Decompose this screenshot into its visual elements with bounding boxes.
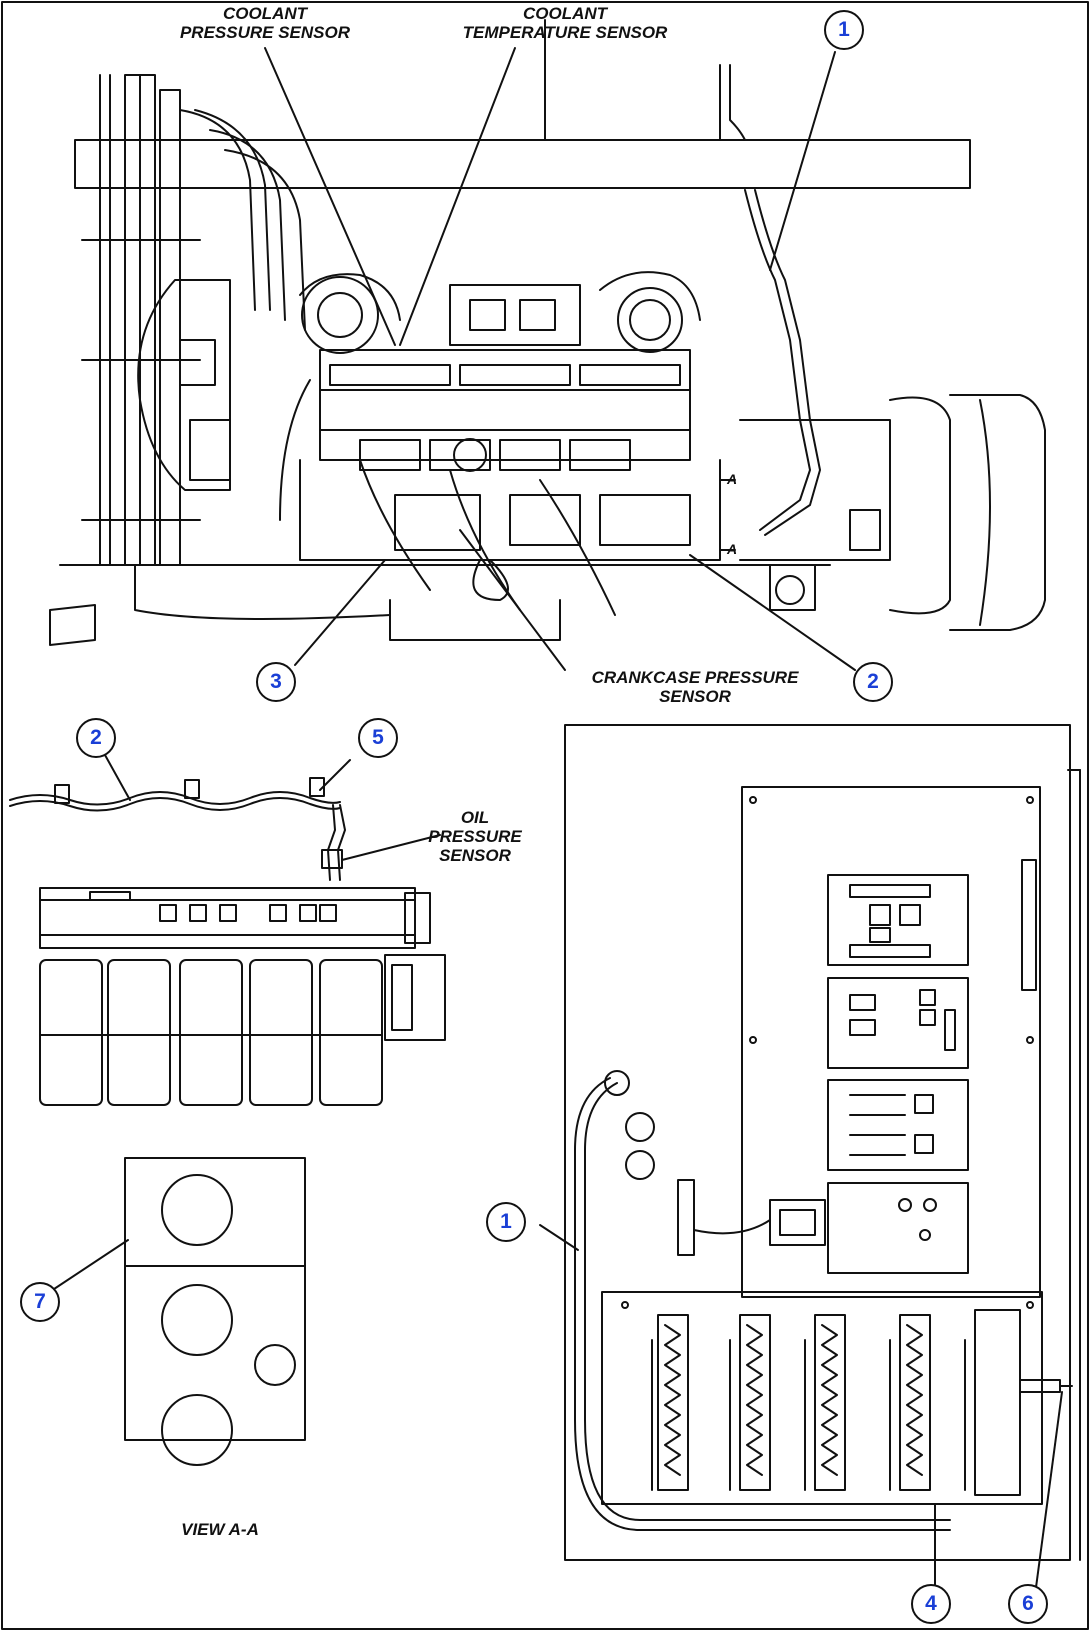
label-line: SENSOR [439, 846, 511, 865]
callout-1-engine: 1 [824, 10, 864, 50]
callout-7: 7 [20, 1282, 60, 1322]
label-coolant-pressure-sensor: COOLANT PRESSURE SENSOR [150, 4, 380, 42]
leader-coolant-pressure [264, 47, 396, 346]
leader-coolant-temperature [399, 47, 516, 346]
label-line: TEMPERATURE SENSOR [462, 23, 668, 42]
leader-callout-1-top [769, 51, 836, 271]
label-line: COOLANT [222, 4, 308, 23]
control-panel [539, 724, 1081, 1596]
section-marker-a-upper: A [726, 471, 738, 487]
leader-oil-pressure [341, 834, 441, 861]
label-line: OIL [460, 808, 490, 827]
leader-callout-2-mid [104, 754, 131, 801]
leader-callout-1-panel [539, 1224, 579, 1251]
view-a-a-drawing [44, 1157, 306, 1466]
label-view-a-a: VIEW A-A [181, 1520, 259, 1539]
callout-2-engine: 2 [853, 662, 893, 702]
leader-callout-7 [44, 1239, 129, 1296]
label-coolant-temperature-sensor: COOLANT TEMPERATURE SENSOR [430, 4, 700, 42]
callout-1-panel: 1 [486, 1202, 526, 1242]
leader-callout-2-top [689, 554, 856, 671]
label-line: PRESSURE [428, 827, 522, 846]
leader-crankcase [459, 529, 566, 671]
oil-filter-assembly [9, 754, 446, 1106]
callout-2-harness: 2 [76, 718, 116, 758]
leader-callout-5 [319, 759, 351, 791]
callout-6: 6 [1008, 1584, 1048, 1624]
section-marker-a-lower: A [726, 541, 738, 557]
label-line: SENSOR [659, 687, 731, 706]
label-line: CRANKCASE PRESSURE [591, 668, 799, 687]
label-line: COOLANT [522, 4, 608, 23]
callout-4: 4 [911, 1584, 951, 1624]
label-line: PRESSURE SENSOR [179, 23, 351, 42]
callout-3: 3 [256, 662, 296, 702]
callout-5: 5 [358, 718, 398, 758]
engine-assembly [49, 19, 1046, 646]
leader-callout-6 [1034, 1391, 1063, 1596]
leader-callout-3 [294, 559, 386, 666]
label-oil-pressure-sensor: OIL PRESSURE SENSOR [410, 808, 540, 865]
label-crankcase-pressure-sensor: CRANKCASE PRESSURE SENSOR [565, 668, 825, 706]
